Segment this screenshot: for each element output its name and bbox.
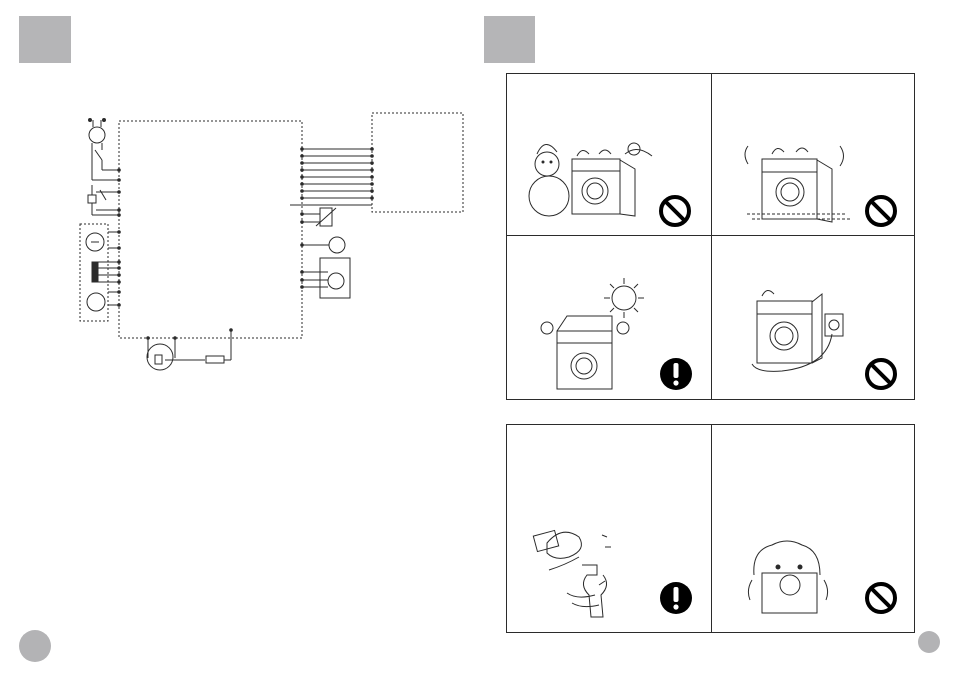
wet-hands-faucet-illustration [533,530,611,617]
page-marker-right [918,631,940,653]
warning-cell-uneven-floor [712,74,914,236]
heater-symbol [92,262,98,282]
section-tab-left [19,16,71,63]
prohibition-icon [864,194,898,228]
warning-cell-heat [507,236,712,399]
fuse-symbol [206,356,224,363]
valve-box-symbol [320,258,350,298]
mandatory-icon [659,581,693,615]
pump-symbol [329,237,345,253]
prohibition-icon [864,357,898,391]
prohibition-icon [658,194,692,228]
covered-washer-illustration [748,541,827,613]
warning-cell-plug [712,236,914,399]
mandatory-icon [659,357,693,391]
motor-symbol-2 [87,293,105,311]
warning-cell-wet-hands [507,425,712,632]
snowman-illustration [529,144,569,216]
controller-board-outline [119,121,302,338]
warning-cell-covered [712,425,914,632]
washer-illustration [762,148,832,222]
section-tab-right [484,16,535,63]
wiring-diagram [70,100,480,385]
prohibition-icon [864,581,898,615]
washer-illustration [757,290,822,363]
warning-cell-cold-dust [507,74,712,236]
relay-symbol [88,195,96,203]
washer-illustration [541,316,629,389]
display-module-outline [372,113,463,212]
wall-socket-illustration [825,314,843,336]
door-lock-symbol [89,127,105,143]
warning-panel-handling [506,424,915,633]
washer-illustration [572,150,635,216]
page-marker-left [19,630,51,662]
switch-detail-circle [147,344,173,370]
sun-illustration [604,278,644,318]
warning-panel-environment [506,73,915,400]
